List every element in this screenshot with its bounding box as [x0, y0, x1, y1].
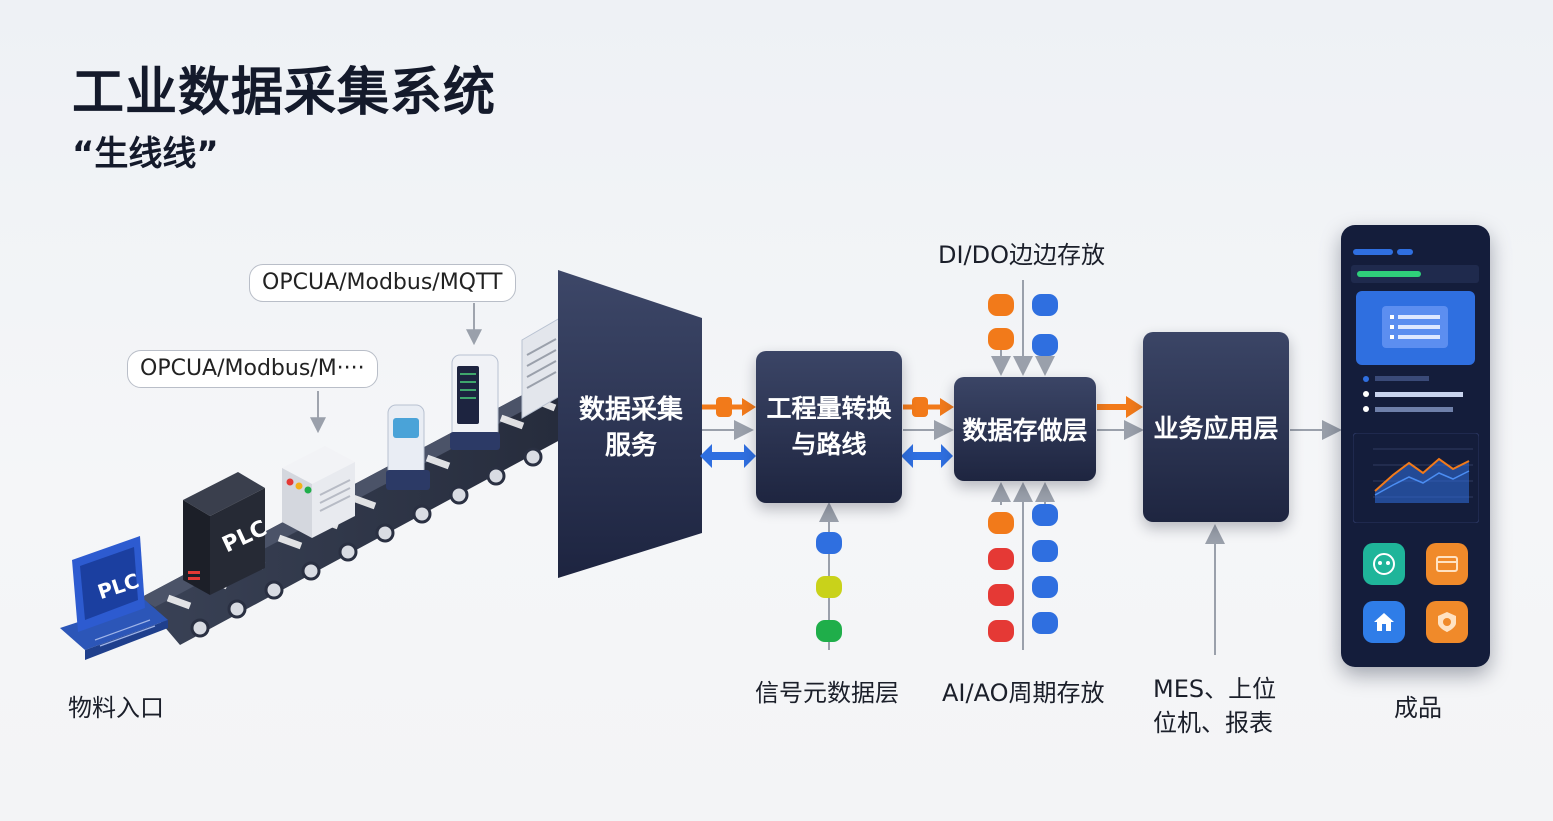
protocol-callout-full: OPCUA/Modbus/MQTT	[249, 264, 516, 302]
dido-storage-label: DI/DO边边存放	[938, 241, 1106, 269]
connector-conversion-storage	[901, 397, 954, 468]
meter-icon	[450, 354, 500, 450]
aiao-storage-label: AI/AO周期存放	[942, 679, 1105, 707]
phone-mini-chart	[1353, 433, 1479, 523]
controller-icon	[282, 446, 355, 538]
page-subtitle: “生线线”	[72, 134, 219, 174]
storage-layer-block: 数据存做层	[954, 377, 1096, 481]
page-title: 工业数据采集系统	[72, 63, 497, 123]
home-icon	[1363, 601, 1405, 643]
material-entry-label: 物料入口	[68, 694, 164, 722]
badge-icon	[1426, 601, 1468, 643]
robot-icon	[1363, 543, 1405, 585]
server-icon	[521, 317, 561, 419]
phone-header-dot	[1397, 249, 1413, 255]
connector-storage-business	[1097, 396, 1144, 440]
handheld-scanner-icon	[386, 404, 430, 490]
connector-collection-conversion	[700, 397, 756, 468]
product-label: 成品	[1394, 694, 1442, 722]
phone-header-bar	[1353, 249, 1393, 255]
protocol-callout-truncated: OPCUA/Modbus/M····	[127, 350, 378, 388]
product-phone	[1341, 225, 1490, 667]
plc-terminal-icon	[60, 536, 168, 660]
plc-cabinet-icon	[183, 472, 265, 595]
dido-capsule-stack	[988, 280, 1058, 376]
aiao-capsule-stack	[988, 482, 1058, 650]
phone-card	[1356, 291, 1475, 365]
mes-label: MES、上位 位机、报表	[1153, 675, 1277, 737]
signal-layer-label: 信号元数据层	[755, 679, 899, 707]
collection-service-label: 数据采集 服务	[578, 395, 683, 461]
collection-funnel	[558, 270, 702, 578]
wallet-icon	[1426, 543, 1468, 585]
signal-capsule-stack	[816, 502, 842, 650]
business-layer-block: 业务应用层	[1143, 332, 1289, 522]
phone-status-row	[1351, 265, 1479, 283]
conversion-block: 工程量转换 与路线	[756, 351, 902, 503]
